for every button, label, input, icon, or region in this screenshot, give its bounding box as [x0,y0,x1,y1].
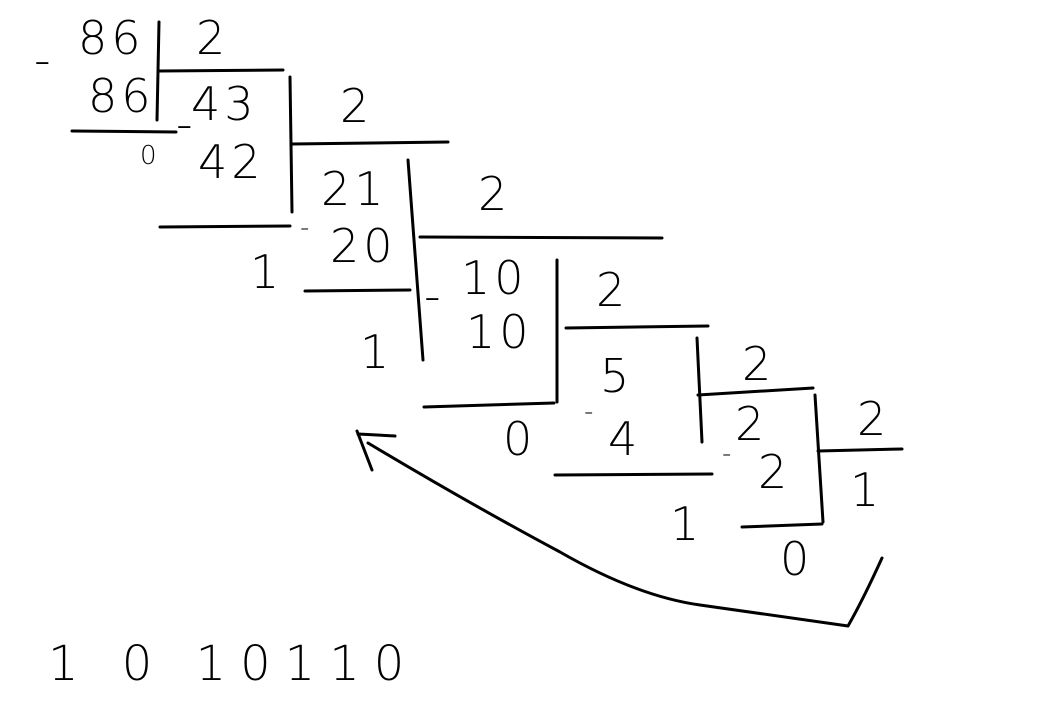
quotient-5: 5 [600,349,633,403]
subtraction-line-step-6 [740,522,824,529]
division-step-1: 86 2 - 86 43 0 [34,11,285,171]
division-step-5: - 4 2 2 1 [553,336,815,551]
arrow-head-stroke-1 [355,429,374,472]
subtraction-line-step-1 [70,129,178,134]
remainder-1-step-5: 1 [670,497,703,551]
remainder-0-step-6: 0 [780,532,813,586]
read-order-arrow [355,429,884,628]
quotient-line-step-2 [290,140,450,146]
quotient-2: 2 [735,397,768,451]
divisor-2-step-2: 2 [340,79,373,133]
minus-sign-step-1: - [34,33,55,87]
minus-sign-step-6: - [722,439,735,469]
division-bar-step-5 [695,336,704,444]
division-step-2: - 42 2 21 1 [158,75,450,299]
subtraction-line-step-5 [553,472,714,477]
subtraction-line-step-4 [422,401,556,409]
quotient-43: 43 [191,77,258,131]
remainder-1-step-2: 1 [250,245,283,299]
subtrahend-10: 10 [466,305,533,359]
remainder-1-step-3: 1 [360,325,393,379]
arrow-curve [366,441,884,628]
subtraction-line-step-3 [303,288,412,293]
quotient-line-step-3 [418,235,664,240]
division-step-6: - 2 2 1 0 [722,392,904,586]
divisor-2-step-4: 2 [596,263,629,317]
quotient-line-step-4 [564,324,710,330]
subtraction-line-step-2 [158,224,292,229]
minus-sign-step-3: - [300,213,313,243]
quotient-line-step-1 [157,68,285,73]
dividend-86: 86 [78,11,145,65]
division-step-3: - 20 2 10 1 [300,158,664,379]
division-bar-step-3 [406,158,425,362]
quotient-10: 10 [461,251,528,305]
remainder-0-step-4: 0 [503,412,536,466]
remainder-0-step-1: 0 [140,141,161,171]
minus-sign-step-4: - [424,269,445,323]
divisor-2-step-3: 2 [478,167,511,221]
minus-sign-step-2: - [176,97,197,151]
divisor-2-step-6: 2 [857,392,890,446]
subtrahend-4: 4 [608,412,641,466]
divisor-2-step-1: 2 [196,11,229,65]
quotient-line-step-6 [816,447,904,453]
subtrahend-20: 20 [330,219,397,273]
divisor-2-step-5: 2 [742,337,775,391]
subtrahend-42: 42 [198,135,265,189]
arrow-head-stroke-2 [356,432,397,438]
quotient-21: 21 [321,162,388,216]
quotient-line-step-5 [696,386,815,397]
binary-result: 1 0 10110 [48,636,418,692]
division-bar-step-6 [813,393,825,524]
minus-sign-step-5: - [584,397,597,427]
division-step-4: - 10 2 5 0 [422,258,710,466]
quotient-1: 1 [850,463,883,517]
subtrahend-86: 86 [88,69,155,123]
subtrahend-2: 2 [758,445,791,499]
